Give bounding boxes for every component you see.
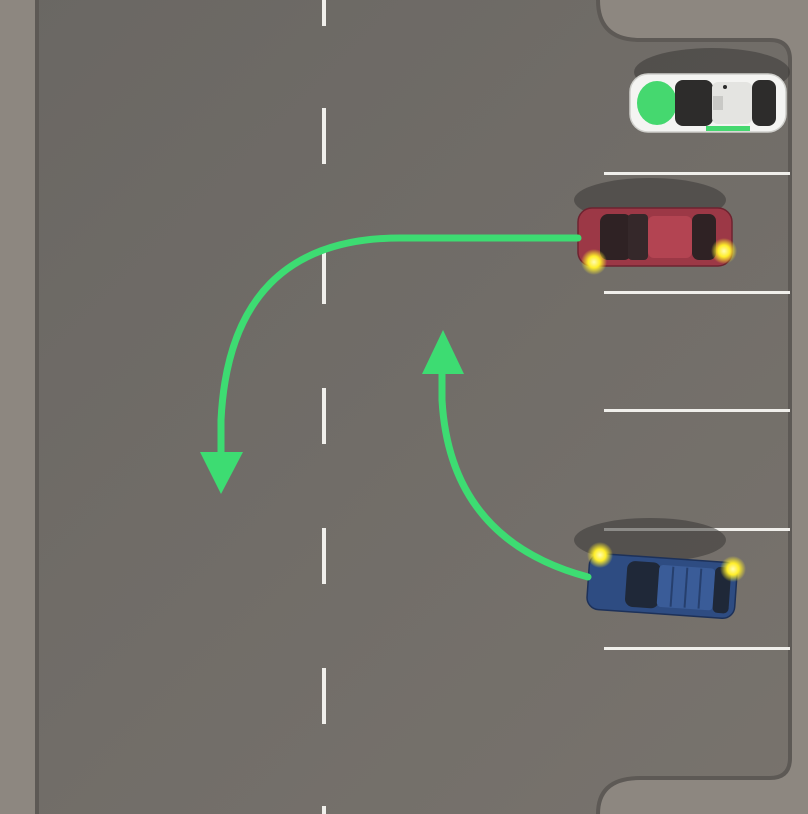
left-curb xyxy=(35,0,39,814)
center-lane-marking xyxy=(322,0,326,814)
blue-car-indicator-rear xyxy=(720,556,746,582)
red-car xyxy=(574,178,737,275)
arrowhead-up-icon xyxy=(422,330,464,374)
arrowhead-down-icon xyxy=(200,452,243,494)
left-sidewalk xyxy=(0,0,37,814)
blue-car-indicator-front xyxy=(587,542,613,568)
red-car-exit-arrow xyxy=(200,234,582,494)
blue-car xyxy=(574,518,746,620)
red-car-indicator-rear xyxy=(711,238,737,264)
blue-car-exit-arrow xyxy=(422,330,592,581)
red-car-indicator-front xyxy=(581,249,607,275)
police-car xyxy=(629,48,790,133)
